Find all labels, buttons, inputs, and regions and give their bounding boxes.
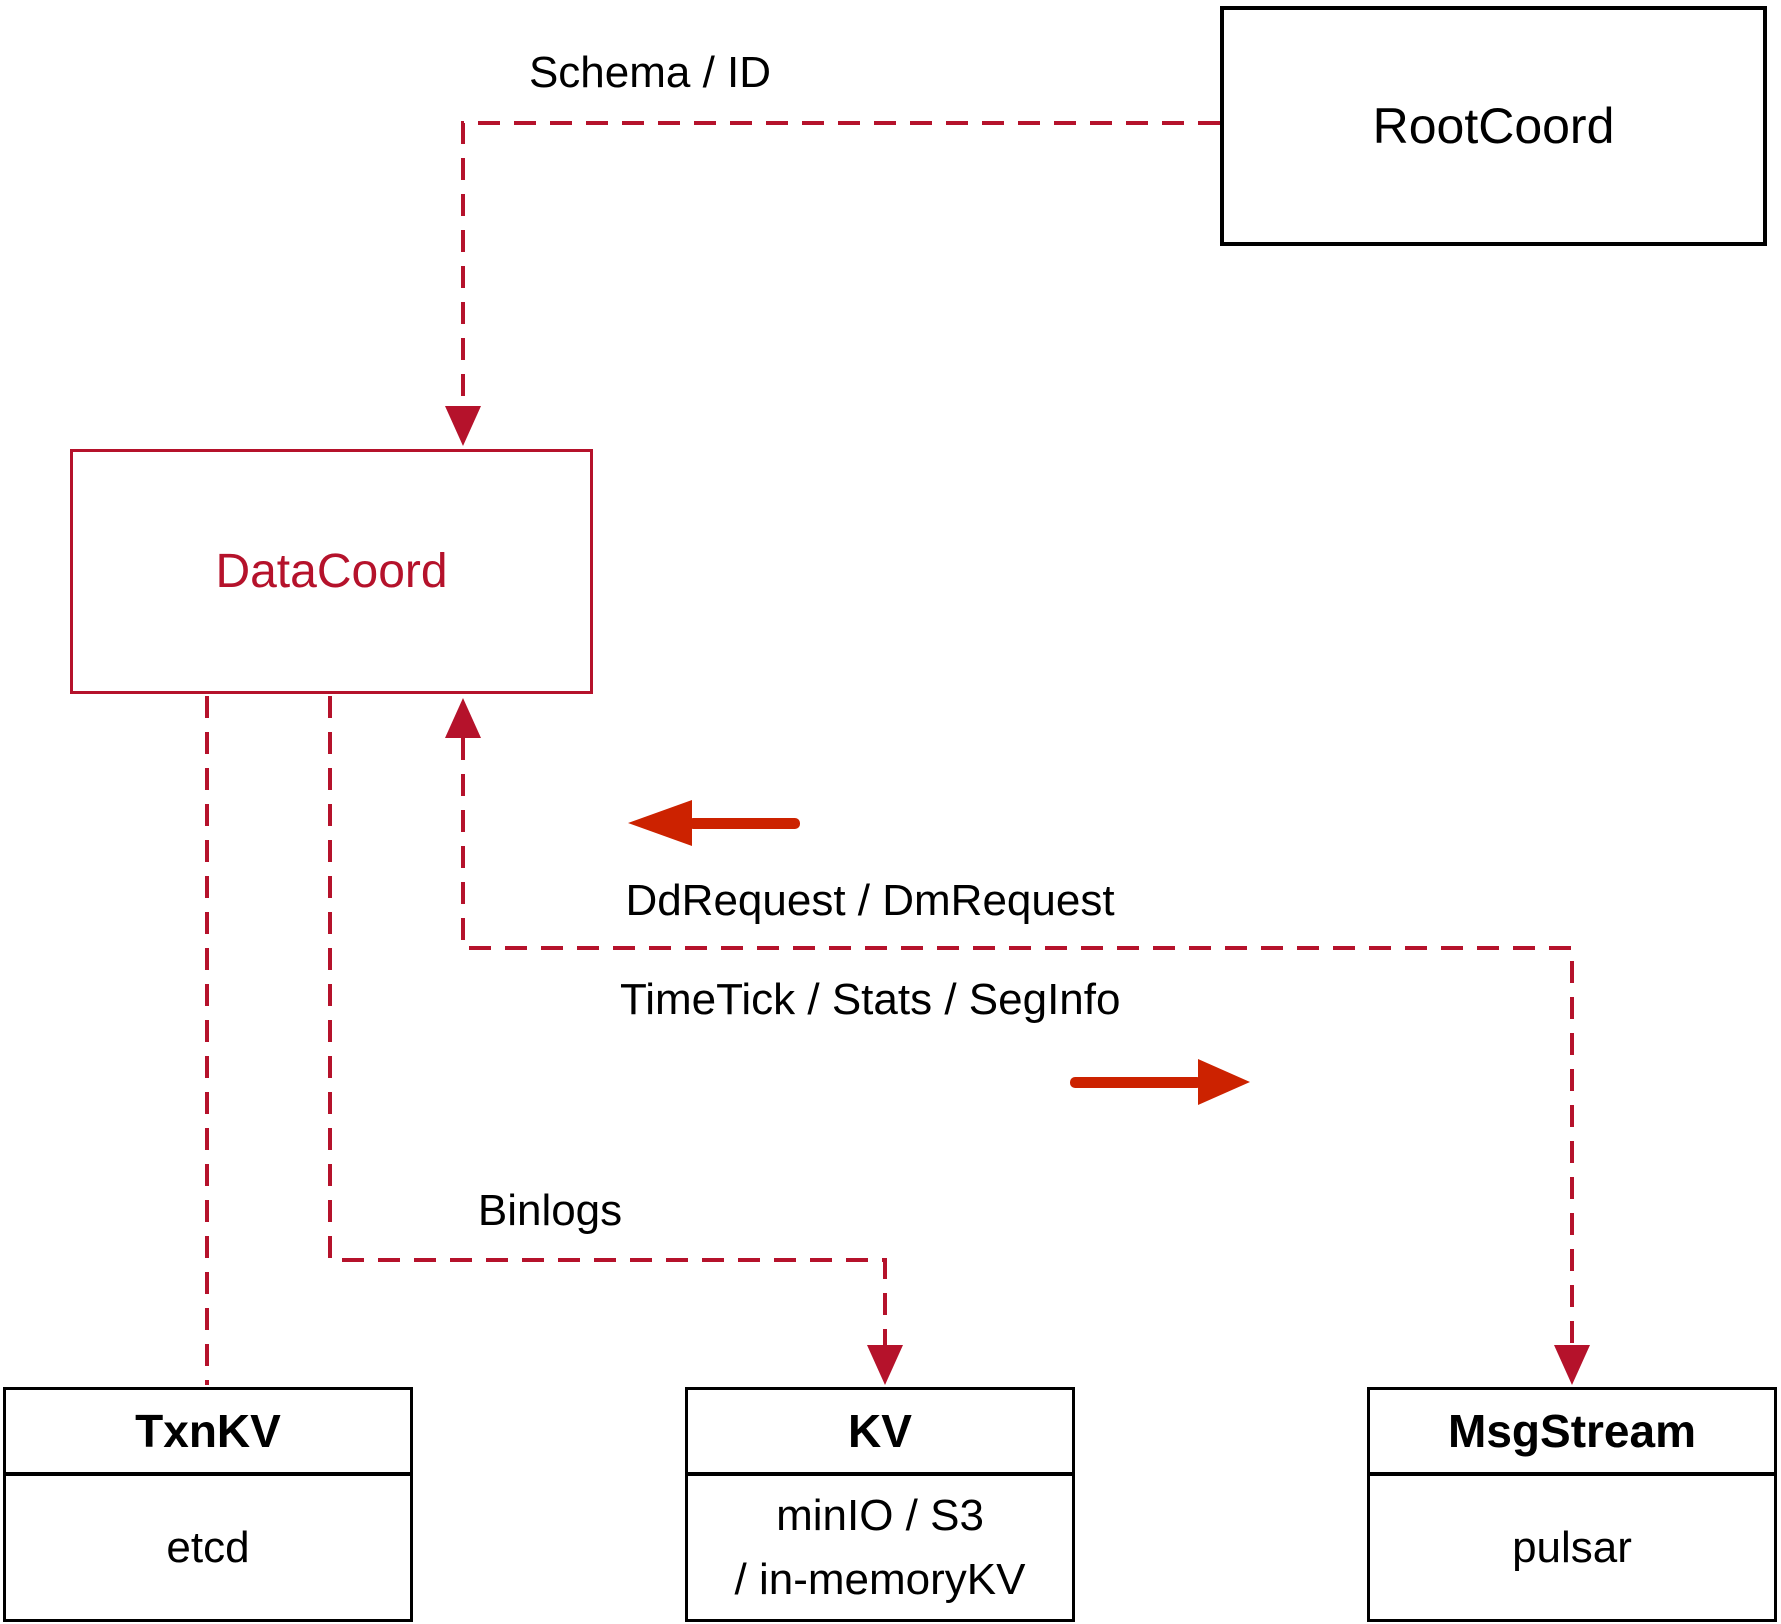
msgstream-body: pulsar <box>1370 1476 1774 1619</box>
txnkv-body: etcd <box>6 1476 410 1619</box>
timetick-edge-label: TimeTick / Stats / SegInfo <box>620 975 1121 1024</box>
right-flow-arrow-icon <box>1070 1059 1250 1105</box>
msgstream-down-arrowhead-icon <box>1554 1345 1590 1385</box>
datacoord-label: DataCoord <box>215 545 448 598</box>
rootcoord-node: RootCoord <box>1220 6 1767 246</box>
schema-id-connector <box>461 121 1220 406</box>
kv-body: minIO / S3 / in-memoryKV <box>688 1476 1072 1619</box>
txnkv-node: TxnKV etcd <box>3 1387 413 1622</box>
msgstream-body-text: pulsar <box>1512 1522 1632 1572</box>
schema-id-arrowhead-icon <box>445 406 481 446</box>
left-flow-arrow-icon <box>628 800 800 846</box>
msgstream-title: MsgStream <box>1370 1390 1774 1476</box>
binlogs-connector <box>328 696 887 1345</box>
ddrequest-edge-label: DdRequest / DmRequest <box>625 876 1115 925</box>
rootcoord-label: RootCoord <box>1372 98 1615 154</box>
binlogs-arrowhead-icon <box>867 1345 903 1385</box>
txnkv-title: TxnKV <box>6 1390 410 1476</box>
datacoord-up-arrowhead-icon <box>445 698 481 738</box>
msgstream-node: MsgStream pulsar <box>1367 1387 1777 1622</box>
kv-node: KV minIO / S3 / in-memoryKV <box>685 1387 1075 1622</box>
binlogs-edge-label: Binlogs <box>477 1186 623 1235</box>
txnkv-body-text: etcd <box>166 1522 250 1572</box>
schema-id-edge-label: Schema / ID <box>528 48 772 97</box>
kv-body-line2: / in-memoryKV <box>734 1554 1026 1604</box>
kv-title: KV <box>688 1390 1072 1476</box>
kv-body-line1: minIO / S3 <box>776 1490 984 1540</box>
datacoord-node: DataCoord <box>70 449 593 694</box>
ddrequest-timetick-connector <box>461 738 1574 1345</box>
